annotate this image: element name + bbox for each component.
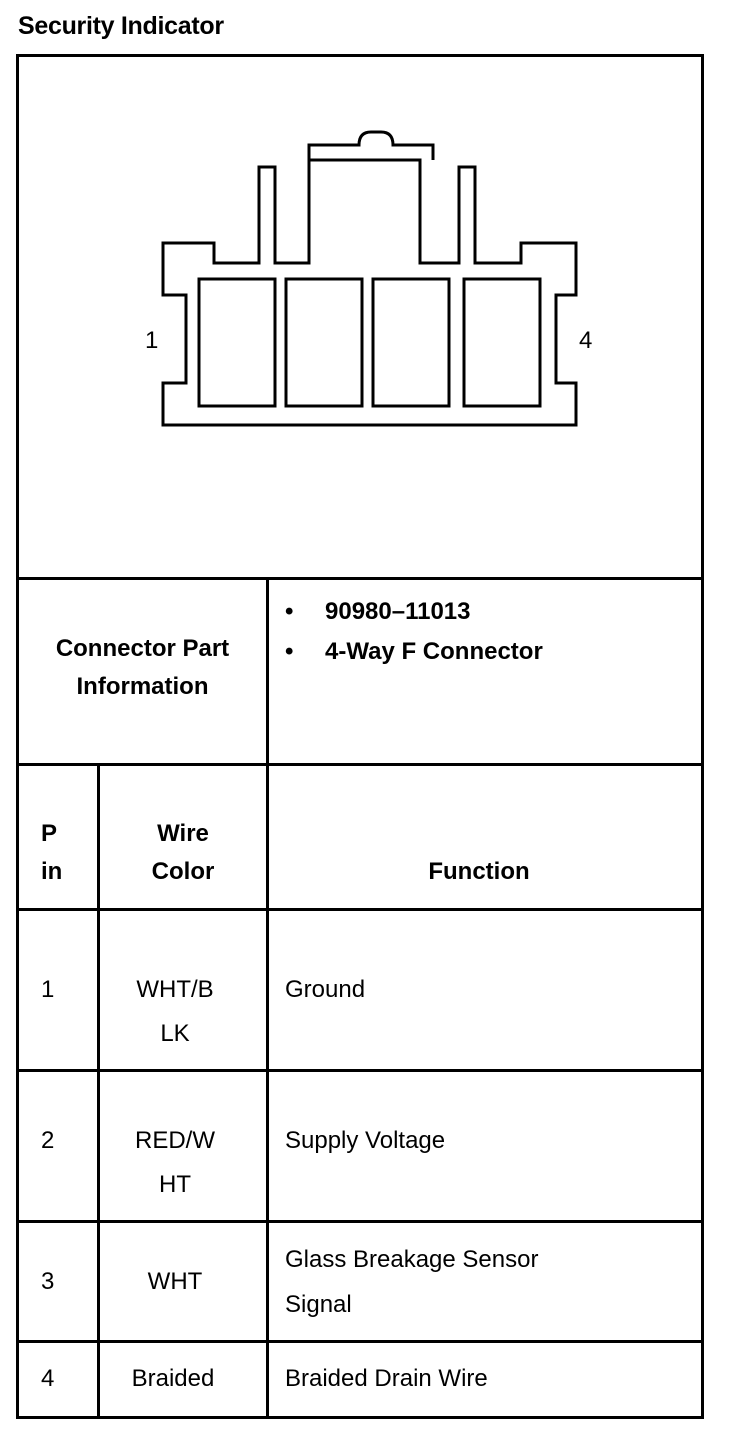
pin-cavity-2 — [284, 277, 364, 408]
pin-cavity-3 — [371, 277, 451, 408]
pin-function: Ground — [285, 976, 366, 1003]
connector-face-drawing — [161, 130, 578, 427]
pin-number: 4 — [41, 1365, 55, 1392]
connector-info-label-line1: Connector Part — [55, 635, 230, 662]
page-title: Security Indicator — [18, 12, 224, 40]
pin-function: Supply Voltage — [285, 1127, 446, 1154]
divider — [16, 908, 704, 911]
pin-function-cont: Signal — [285, 1291, 352, 1318]
divider — [97, 763, 100, 1419]
connector-info-label-line2: Information — [76, 673, 209, 700]
wire-color: Braided — [131, 1365, 215, 1392]
pin-number: 2 — [41, 1127, 55, 1154]
pin-cavity-4 — [462, 277, 542, 408]
wire-color: WHT/B — [136, 976, 214, 1003]
pin-table — [16, 763, 704, 1419]
pin-cavity-1 — [197, 277, 277, 408]
pin-function: Braided Drain Wire — [285, 1365, 488, 1392]
divider — [16, 1340, 704, 1343]
header-pin-line1: P — [41, 820, 58, 847]
pin-1-label: 1 — [145, 327, 159, 354]
connector-latch — [307, 130, 435, 160]
divider — [266, 763, 269, 1419]
divider — [16, 1220, 704, 1223]
pin-function: Glass Breakage Sensor — [285, 1246, 539, 1273]
divider — [266, 577, 269, 766]
header-function: Function — [428, 858, 530, 885]
header-pin-line2: in — [41, 858, 63, 885]
connector-type: 4-Way F Connector — [325, 638, 543, 665]
header-wire-color-line2: Color — [151, 858, 215, 885]
pin-4-label: 4 — [579, 327, 593, 354]
wire-color: RED/W — [135, 1127, 215, 1154]
wire-color-cont: HT — [159, 1171, 191, 1198]
bullet: • — [285, 598, 294, 625]
bullet: • — [285, 638, 294, 665]
header-wire-color-line1: Wire — [157, 820, 209, 847]
part-number: 90980–11013 — [325, 598, 471, 625]
pin-number: 3 — [41, 1268, 55, 1295]
wire-color: WHT — [147, 1268, 203, 1295]
wire-color-cont: LK — [160, 1020, 190, 1047]
divider — [16, 1069, 704, 1072]
connector-housing-outline — [161, 158, 578, 427]
connector-diagram: 1 4 — [16, 54, 704, 580]
pin-number: 1 — [41, 976, 55, 1003]
